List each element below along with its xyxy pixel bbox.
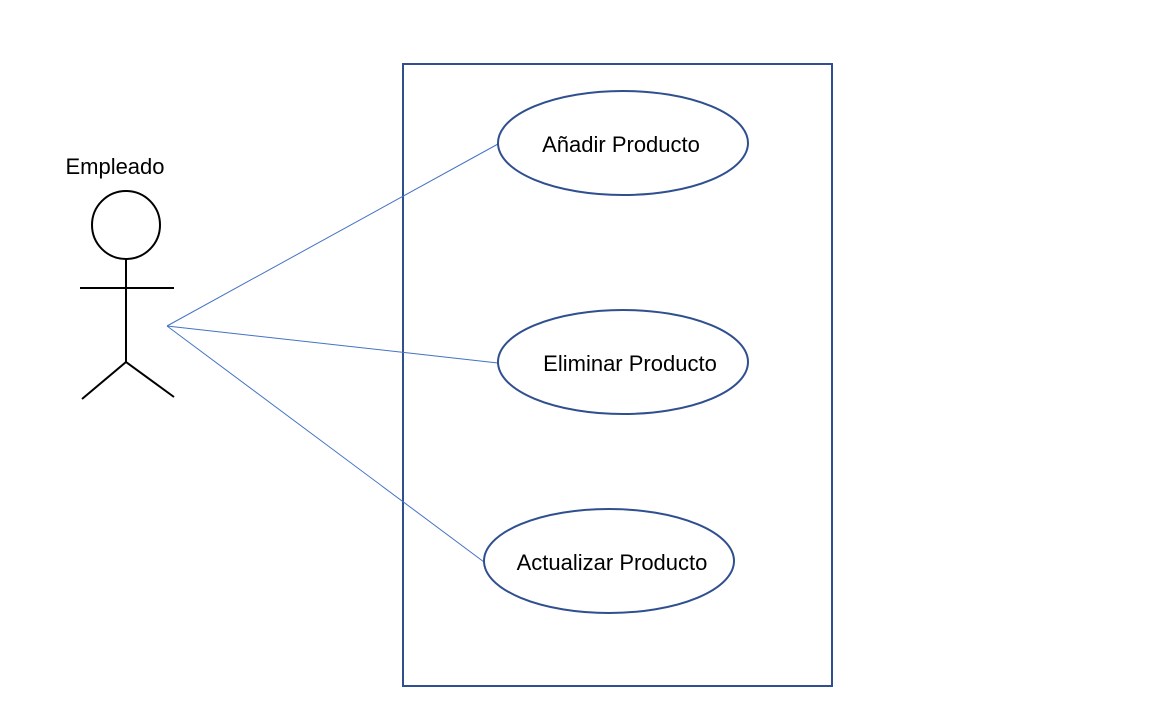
actor-name: Empleado [65, 154, 164, 179]
actor-head-icon [91, 190, 161, 260]
actor-empleado[interactable]: Empleado [65, 154, 175, 400]
actor-left-leg-icon [81, 361, 127, 400]
association-line-update [166, 325, 485, 563]
use-case-ellipse[interactable] [483, 508, 735, 614]
use-case-label: Añadir Producto [542, 132, 700, 157]
system-boundary [402, 63, 833, 687]
association-line-add [166, 143, 499, 327]
association-line-delete [166, 325, 499, 364]
use-case-ellipse[interactable] [497, 90, 749, 196]
use-case-ellipse[interactable] [497, 309, 749, 415]
use-case-add-product[interactable]: Añadir Producto [497, 90, 749, 196]
use-case-label: Eliminar Producto [543, 351, 717, 376]
actor-right-leg-icon [125, 361, 175, 398]
use-case-label: Actualizar Producto [517, 550, 708, 575]
use-case-delete-product[interactable]: Eliminar Producto [497, 309, 749, 415]
use-case-update-product[interactable]: Actualizar Producto [483, 508, 735, 614]
